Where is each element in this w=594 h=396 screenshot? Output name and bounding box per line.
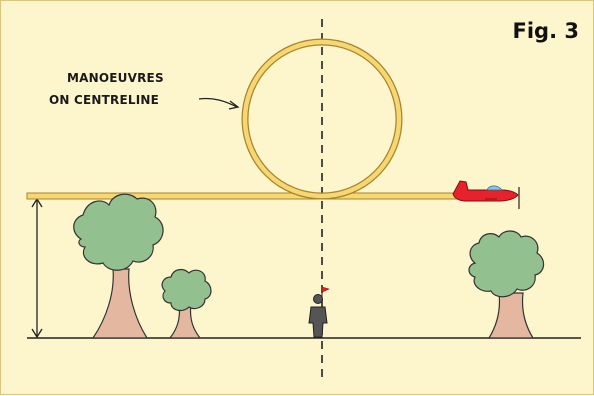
annotation-arrow — [198, 97, 240, 110]
figure-title: Fig. 3 — [512, 19, 579, 43]
annotation-line-2: ON CENTRELINE — [49, 93, 160, 107]
annotation-line-1: MANOEUVRES — [67, 71, 164, 85]
tree-icon — [468, 230, 545, 339]
tree-icon — [161, 268, 212, 339]
flight-path — [26, 38, 458, 200]
aircraft-icon — [452, 180, 520, 209]
tree-icon — [73, 193, 164, 339]
altitude-marker — [31, 197, 43, 339]
pilot-icon — [308, 294, 328, 338]
flag-icon — [321, 286, 330, 297]
